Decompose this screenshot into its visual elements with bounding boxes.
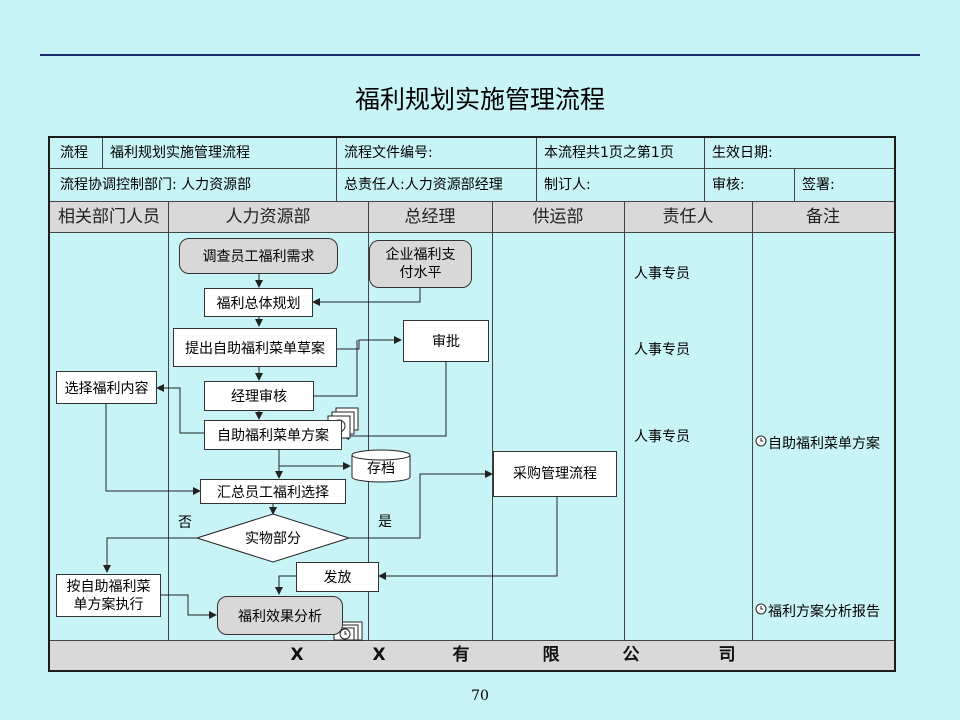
archive-drum-body [351,455,411,483]
header-divider [50,168,894,169]
lane-remarks: 备注 [806,207,840,227]
header-sep [704,138,705,201]
node-effect-analysis: 福利效果分析 [217,596,343,635]
decision-physical-shape [195,513,351,563]
arrow-select-summarize [105,404,201,495]
page-number: 70 [471,688,489,704]
node-archive: 存档 [367,461,395,477]
node-distribute: 发放 [296,562,379,592]
header-control-dept: 流程协调控制部门: 人力资源部 [60,177,252,193]
header-page-count: 本流程共1页之第1页 [544,145,674,161]
header-sep [794,168,795,201]
responsible-item: 人事专员 [634,342,690,358]
lane-general-manager: 总经理 [404,207,456,227]
node-purchase-process: 采购管理流程 [493,451,617,497]
lane-hr: 人力资源部 [225,207,311,227]
lane-related-staff: 相关部门人员 [58,207,160,227]
node-pay-level: 企业福利支付水平 [369,240,472,288]
arrow-no-execute [103,537,197,573]
line-review-approve [314,340,358,397]
arrow-menu-select [156,384,204,434]
header-author: 制订人: [544,177,591,193]
footer-char: X [290,645,304,665]
arrow-menu-archive [278,450,351,470]
footer-char: 公 [622,645,640,665]
node-overall-plan: 福利总体规划 [204,288,313,317]
arrow-distribute-analysis [275,575,296,595]
header-sep [536,138,537,201]
lane-header-bottom [50,232,894,233]
header-process-name: 福利规划实施管理流程 [110,145,250,161]
node-menu-plan: 自助福利菜单方案 [204,420,342,450]
header-effective-date: 生效日期: [712,145,773,161]
header-sep [102,138,103,168]
branch-no-label: 否 [178,515,192,531]
arrow-execute-analysis [161,594,217,619]
top-rule [40,54,920,56]
footer-char: 司 [718,645,736,665]
page-title: 福利规划实施管理流程 [354,85,605,114]
arrow-approve-menu [341,362,447,440]
flowchart-frame [48,136,896,672]
remark-item: 自助福利菜单方案 [768,436,880,452]
clock-icon [755,435,767,447]
footer-char: 有 [452,645,470,665]
doc-stack-icon [333,621,363,641]
responsible-item: 人事专员 [634,429,690,445]
footer-band [50,640,894,670]
lane-supply: 供运部 [532,207,584,227]
remark-item: 福利方案分析报告 [768,604,880,620]
header-signer: 签署: [802,177,835,193]
footer-char: X [372,645,386,665]
responsible-item: 人事专员 [634,266,690,282]
node-execute-plan: 按自助福利菜单方案执行 [56,574,161,617]
node-select-content: 选择福利内容 [56,371,157,404]
node-draft-menu: 提出自助福利菜单草案 [173,328,337,367]
lane-divider [492,202,493,640]
clock-icon [755,603,767,615]
header-divider [50,201,894,202]
node-manager-review: 经理审核 [204,381,314,411]
lane-divider [368,202,369,640]
branch-yes-label: 是 [378,514,392,530]
header-process-label: 流程 [60,145,88,161]
lane-divider [624,202,625,640]
node-approve: 审批 [403,320,489,362]
arrow-draft-approve [337,336,402,350]
header-reviewer: 审核: [712,177,745,193]
footer-char: 限 [542,645,560,665]
arrow-purchase-distribute [378,497,558,580]
footer-top [50,640,894,641]
arrow-paylevel-plan [312,288,421,306]
header-doc-number: 流程文件编号: [344,145,433,161]
archive-drum-top [351,449,411,461]
lane-responsible: 责任人 [662,207,714,227]
lane-divider [168,202,169,640]
header-owner: 总责任人:人力资源部经理 [344,177,503,193]
header-sep [336,138,337,201]
node-survey-needs: 调查员工福利需求 [179,238,338,274]
node-summarize: 汇总员工福利选择 [200,479,346,504]
node-physical-decision: 实物部分 [245,531,301,547]
lane-divider [752,202,753,640]
arrow-yes-purchase [349,470,493,539]
lane-header-band [50,202,894,232]
